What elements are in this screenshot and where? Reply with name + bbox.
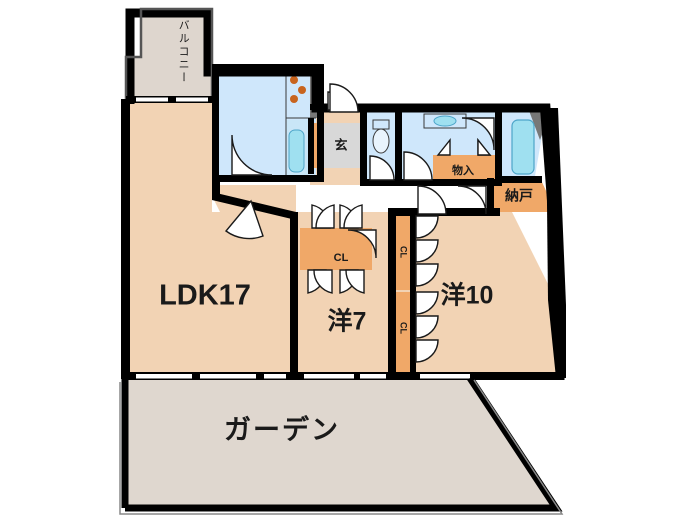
storage-monoire xyxy=(433,155,495,183)
vanity-basin xyxy=(433,115,457,127)
ldk-top-wall xyxy=(126,96,216,103)
closet-upper-fill xyxy=(394,216,412,290)
label-closet-center: CL xyxy=(334,252,349,264)
label-yo7: 洋7 xyxy=(328,307,367,336)
closet-center-door-top-2 xyxy=(315,204,335,229)
ldk-top-window xyxy=(136,97,168,102)
ldk-top-window-2 xyxy=(176,97,208,102)
closet-lower-fill xyxy=(394,292,412,376)
door-yo10-top xyxy=(417,185,447,215)
closet-lower-door-1 xyxy=(415,291,439,315)
garden-window-1 xyxy=(136,374,192,379)
closet-upper-door-1 xyxy=(415,215,439,239)
kitchen-wall-left xyxy=(212,64,219,182)
kitchen-wall-right xyxy=(317,64,324,120)
closet-lower-door-2 xyxy=(415,315,439,339)
door-washroom xyxy=(403,151,433,181)
door-toilet xyxy=(369,155,395,181)
corridor-wall-a xyxy=(212,182,220,198)
kitchen-wall-top xyxy=(212,64,324,71)
stove-burner-2 xyxy=(298,86,306,94)
right-diagonal-wall-upper xyxy=(540,108,560,214)
toilet-wall-bottom xyxy=(362,179,402,186)
ldk-right-wall xyxy=(290,212,298,380)
closet-center-door-bot-2 xyxy=(313,269,333,294)
door-bath xyxy=(461,117,495,151)
bath-wall-bottom xyxy=(498,176,542,183)
garden-window-3 xyxy=(264,374,286,379)
label-closet-lower: CL xyxy=(399,322,409,334)
garden-outer-border xyxy=(121,376,563,512)
label-monoire: 物入 xyxy=(452,163,474,177)
closet-center-fill-lower-left xyxy=(300,246,322,270)
bath-tub xyxy=(511,119,535,175)
closet-center-door-top-4 xyxy=(343,204,363,229)
label-nando: 納戸 xyxy=(505,188,533,204)
door-yo7-corridor xyxy=(224,199,264,240)
door-kitchen xyxy=(231,134,273,176)
storeroom-nando xyxy=(492,178,556,212)
label-garden: ガーデン xyxy=(224,414,340,445)
garden-thin-border xyxy=(119,379,564,515)
closet-upper-door-3 xyxy=(415,263,439,287)
label-layer: バルコニー LDK17 洋7 洋10 ガーデン 玄 納戸 物入 CL CL CL xyxy=(159,20,533,446)
garden-window-6 xyxy=(420,374,470,379)
ldk-area xyxy=(126,100,290,376)
balcony-area xyxy=(126,9,212,100)
closet-vertical-wall-right xyxy=(410,212,416,290)
garden-window-5 xyxy=(360,374,386,379)
entrance-right-wall xyxy=(360,104,367,186)
closet-upper-door-2 xyxy=(415,239,439,263)
garden-area xyxy=(126,376,556,509)
label-balcony: バルコニー xyxy=(177,20,190,85)
washroom-wall-bottom xyxy=(400,179,498,186)
label-closet-upper: CL xyxy=(399,246,409,258)
wall-layer xyxy=(119,7,566,515)
stove-burner-3 xyxy=(290,95,298,103)
toilet-wall-right xyxy=(395,108,402,186)
north-wall-right xyxy=(316,104,548,111)
closet-lower-door-3 xyxy=(415,339,439,363)
south-wall xyxy=(126,372,472,380)
garden-window-gaps xyxy=(136,374,470,379)
yo7-yo10-wall-upper xyxy=(388,212,396,380)
label-yo10: 洋10 xyxy=(441,281,494,310)
corridor-diagonal-wall xyxy=(212,192,296,220)
entrance-left-wall xyxy=(308,118,314,174)
toilet-bowl xyxy=(372,128,390,154)
monoire-door-3 xyxy=(477,138,492,156)
kitchen-wall-bottom xyxy=(212,175,324,182)
label-ldk: LDK17 xyxy=(159,280,251,312)
room-yo10-area xyxy=(396,212,556,376)
monoire-door-1 xyxy=(436,138,451,156)
closet-center-door-bot-4 xyxy=(345,269,365,294)
south-wall-diagonal xyxy=(466,372,560,380)
door-nando xyxy=(457,185,487,215)
right-diagonal-wall-lower xyxy=(556,300,566,378)
washroom-wall-right xyxy=(495,108,502,186)
entrance-tile xyxy=(322,123,362,168)
door-layer xyxy=(224,83,495,363)
garden-window-4 xyxy=(304,374,354,379)
door-entrance-main xyxy=(329,83,359,113)
garden-window-2 xyxy=(200,374,256,379)
fill-layer xyxy=(126,9,556,509)
nando-left-wall xyxy=(487,178,494,214)
ldk-left-wall xyxy=(121,99,130,379)
kitchen-wall-right-lower xyxy=(317,118,324,182)
stove-burner-1 xyxy=(290,76,298,84)
closet-vertical-wall-right-2 xyxy=(410,290,416,380)
toilet-tank xyxy=(372,119,390,130)
kitchen-sink-bowl xyxy=(288,129,305,173)
door-yo7-side xyxy=(347,229,377,259)
closet-center-fill xyxy=(300,228,372,246)
label-entrance: 玄 xyxy=(334,137,347,152)
closet-center-fill-lower-right xyxy=(322,246,372,270)
